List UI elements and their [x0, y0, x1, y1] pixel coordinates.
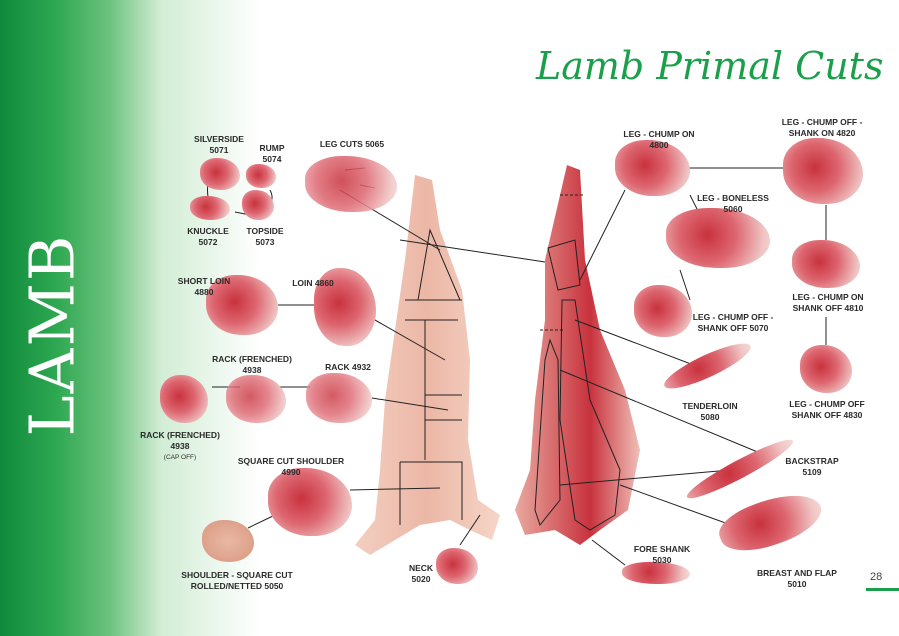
leg-chump-on-piece	[615, 140, 690, 196]
rack-piece	[306, 373, 372, 423]
label-loin: LOIN 4860	[292, 278, 334, 288]
fore-shank-piece	[622, 562, 690, 584]
loin-piece	[314, 268, 376, 346]
leg-chump-off-shank-off-5070-piece	[634, 285, 692, 337]
label-rack-frenched: RACK (FRENCHED)4938	[212, 354, 292, 375]
label-leg-chump-off-shank-on: LEG - CHUMP OFF -SHANK ON 4820	[781, 117, 863, 138]
label-rack: RACK 4932	[325, 362, 371, 372]
square-cut-shoulder-piece	[268, 468, 352, 536]
label-leg-cuts: LEG CUTS 5065	[319, 139, 385, 149]
rump-piece	[246, 164, 276, 188]
rolled-shoulder-piece	[202, 520, 254, 562]
rack-frenched-capoff-piece	[160, 375, 208, 423]
page-title: Lamb Primal Cuts	[536, 44, 884, 88]
label-rack-frenched-capoff: RACK (FRENCHED)4938(CAP OFF)	[140, 430, 220, 461]
leg-chump-on-shank-off-piece	[792, 240, 860, 288]
leg-cuts-piece	[305, 156, 397, 212]
page-number: 28	[870, 571, 883, 583]
knuckle-piece	[190, 196, 230, 220]
leg-boneless-piece	[666, 208, 770, 268]
page-number-bar	[866, 588, 899, 591]
leg-chump-off-shank-on-piece	[783, 138, 863, 204]
neck-piece	[436, 548, 478, 584]
short-loin-piece	[206, 275, 278, 335]
leg-chump-off-shank-off-4830-piece	[800, 345, 852, 393]
label-leg-chump-off-shank-off-5070: LEG - CHUMP OFF -SHANK OFF 5070	[692, 312, 774, 333]
carcass-outer	[355, 175, 500, 555]
topside-piece	[242, 190, 274, 220]
carcass-inner	[515, 165, 640, 545]
rack-frenched-piece	[226, 375, 286, 423]
silverside-piece	[200, 158, 240, 190]
